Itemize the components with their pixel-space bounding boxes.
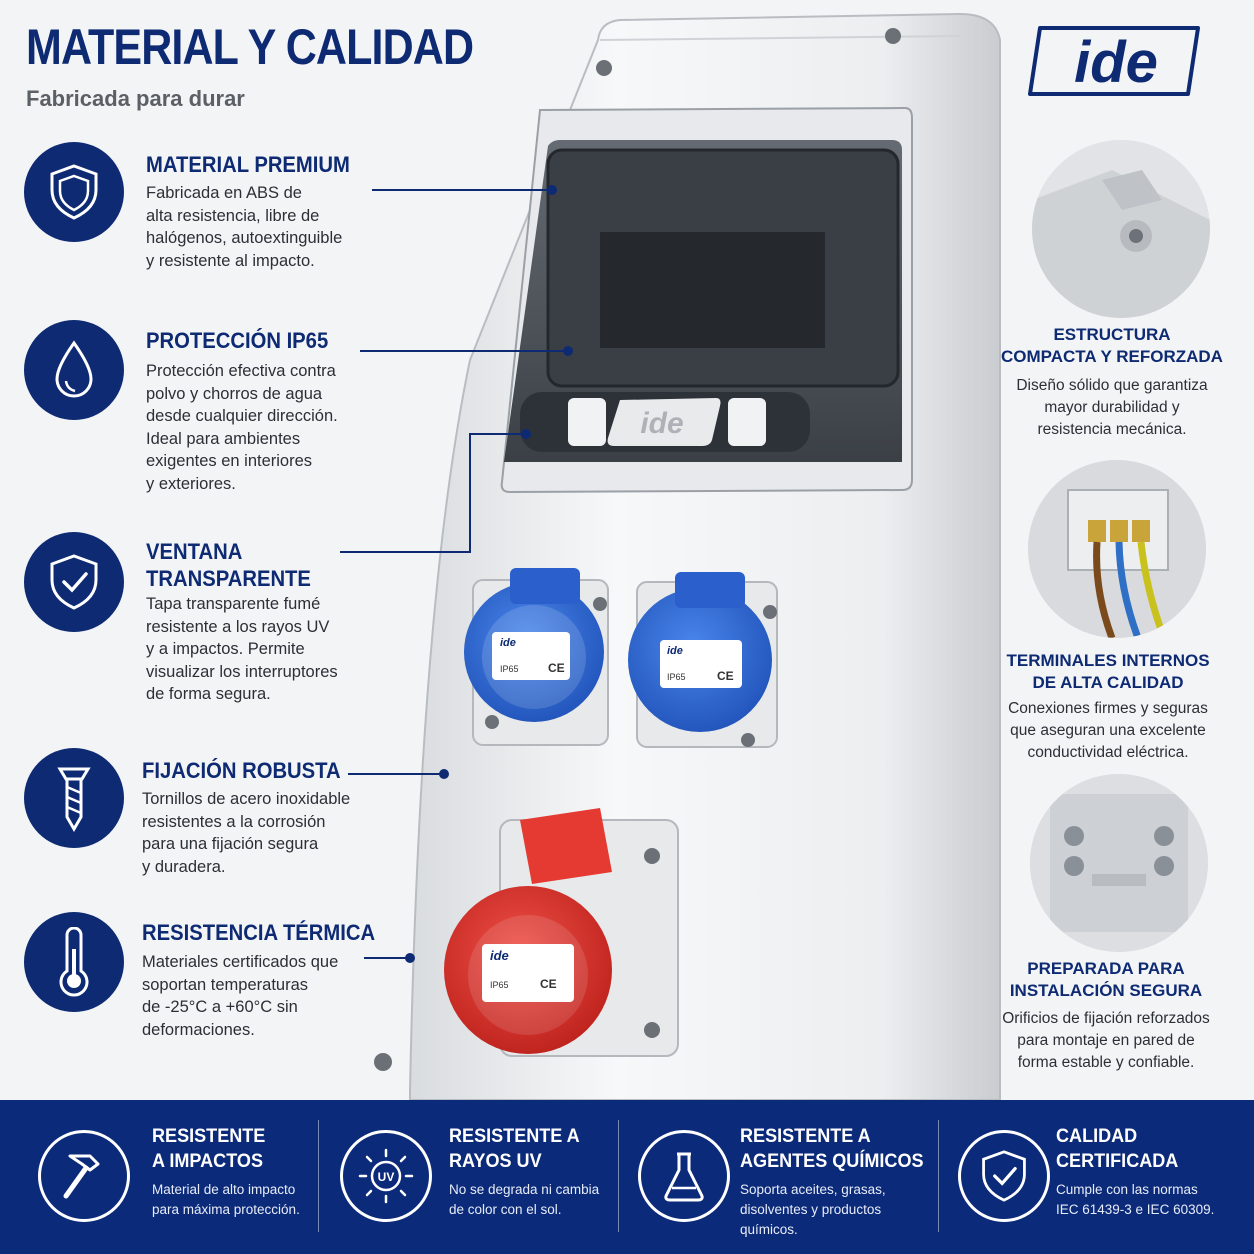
- feature-description: Tornillos de acero inoxidable resistente…: [142, 790, 351, 876]
- feature-description: Fabricada en ABS de alta resistencia, li…: [146, 184, 343, 270]
- feature-title: MATERIAL PREMIUM: [146, 152, 350, 177]
- benefit-uv: UV RESISTENTE A RAYOS UV No se degrada n…: [318, 1100, 618, 1254]
- benefit-title: RESISTENTE A IMPACTOS: [152, 1126, 266, 1172]
- benefits-banner: RESISTENTE A IMPACTOS Material de alto i…: [0, 1100, 1254, 1254]
- svg-text:UV: UV: [378, 1170, 395, 1184]
- thermometer-icon: [24, 912, 124, 1012]
- benefit-description: Cumple con las normas IEC 61439-3 e IEC …: [1056, 1182, 1215, 1217]
- screw-icon: [24, 748, 124, 848]
- screw-icon: [374, 1053, 392, 1071]
- feature-description: Materiales certificados que soportan tem…: [142, 953, 339, 1039]
- feature-proteccion-ip65: PROTECCIÓN IP65 Protección efectiva cont…: [24, 320, 384, 500]
- feature-title: PROTECCIÓN IP65: [146, 328, 329, 353]
- detail-title: TERMINALES INTERNOS DE ALTA CALIDAD: [1006, 651, 1210, 692]
- benefit-title: RESISTENTE A AGENTES QUÍMICOS: [740, 1126, 924, 1172]
- svg-text:CE: CE: [540, 977, 557, 991]
- detail-image-structure: [1032, 140, 1210, 318]
- toggle-brand-label: ide: [640, 407, 683, 440]
- water-drop-icon: [24, 320, 124, 420]
- detail-image-mounting: [1030, 774, 1208, 952]
- benefit-chemicals: RESISTENTE A AGENTES QUÍMICOS Soporta ac…: [618, 1100, 938, 1254]
- brand-logo: ide: [1026, 24, 1202, 98]
- svg-text:ide: ide: [490, 948, 509, 963]
- flask-icon: [638, 1130, 730, 1222]
- svg-text:CE: CE: [717, 669, 734, 683]
- benefit-certified: CALIDAD CERTIFICADA Cumple con las norma…: [938, 1100, 1254, 1254]
- feature-description: Protección efectiva contra polvo y chorr…: [146, 362, 338, 493]
- detail-description: Conexiones firmes y seguras que aseguran…: [1008, 700, 1208, 761]
- feature-description: Tapa transparente fumé resistente a los …: [146, 595, 338, 703]
- detail-description: Diseño sólido que garantiza mayor durabi…: [1016, 377, 1208, 438]
- benefit-description: No se degrada ni cambia de color con el …: [449, 1182, 600, 1217]
- detail-image-terminals: [1028, 460, 1206, 638]
- detail-title: ESTRUCTURA COMPACTA Y REFORZADA: [1001, 325, 1223, 366]
- svg-text:IP65: IP65: [490, 980, 509, 990]
- page-subtitle: Fabricada para durar: [26, 86, 245, 111]
- uv-sun-icon: UV: [340, 1130, 432, 1222]
- shield-icon: [24, 142, 124, 242]
- feature-fijacion-robusta: FIJACIÓN ROBUSTA Tornillos de acero inox…: [24, 748, 384, 878]
- benefit-description: Material de alto impacto para máxima pro…: [152, 1182, 300, 1217]
- feature-resistencia-termica: RESISTENCIA TÉRMICA Materiales certifica…: [24, 912, 384, 1042]
- shield-check-icon: [24, 532, 124, 632]
- svg-text:ide: ide: [667, 645, 683, 657]
- benefit-title: RESISTENTE A RAYOS UV: [449, 1126, 580, 1172]
- svg-text:IP65: IP65: [667, 672, 686, 682]
- svg-text:ide: ide: [500, 637, 516, 649]
- distribution-box-illustration: ide ide IP65 CE ide IP65 CE ide IP65 CE: [340, 12, 1001, 1100]
- feature-ventana-transparente: VENTANA TRANSPARENTE Tapa transparente f…: [24, 532, 384, 707]
- benefit-title: CALIDAD CERTIFICADA: [1056, 1126, 1179, 1172]
- svg-text:CE: CE: [548, 661, 565, 675]
- page-title: MATERIAL Y CALIDAD: [26, 19, 474, 75]
- benefit-impact: RESISTENTE A IMPACTOS Material de alto i…: [0, 1100, 318, 1254]
- feature-title: VENTANA TRANSPARENTE: [146, 539, 311, 591]
- detail-description: Orificios de fijación reforzados para mo…: [1002, 1010, 1210, 1071]
- screw-icon: [596, 60, 612, 76]
- feature-title: FIJACIÓN ROBUSTA: [142, 758, 341, 783]
- screw-icon: [885, 28, 901, 44]
- svg-text:IP65: IP65: [500, 664, 519, 674]
- brand-logo-text: ide: [1074, 30, 1158, 95]
- feature-material-premium: MATERIAL PREMIUM Fabricada en ABS de alt…: [24, 142, 384, 282]
- shield-check-icon: [958, 1130, 1050, 1222]
- feature-title: RESISTENCIA TÉRMICA: [142, 920, 376, 945]
- detail-title: PREPARADA PARA INSTALACIÓN SEGURA: [1009, 959, 1203, 1000]
- hammer-icon: [38, 1130, 130, 1222]
- benefit-description: Soporta aceites, grasas, disolventes y p…: [740, 1182, 886, 1237]
